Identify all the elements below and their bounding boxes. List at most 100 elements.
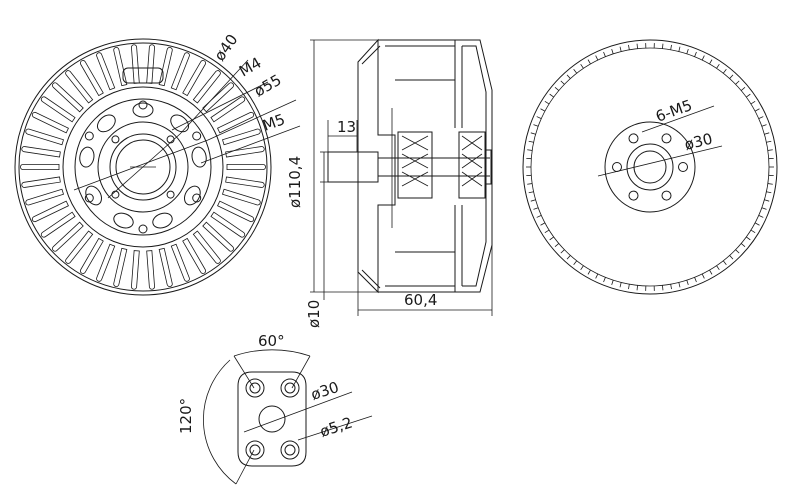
mount-hole-inner (284, 444, 296, 456)
rear-rim-tick (662, 285, 664, 291)
mount-center-bore (258, 405, 286, 433)
rear-rim-tick (735, 249, 740, 254)
label-d55: ø55 (251, 71, 284, 101)
rear-rim-tick (729, 74, 734, 79)
rear-rim-tick (694, 51, 697, 57)
rear-rim-tick (766, 191, 772, 194)
rear-rim-tick (528, 191, 534, 194)
rear-m5-hole (661, 190, 672, 201)
front-vent-rib (170, 52, 190, 91)
rear-rim-tick (595, 273, 599, 279)
rear-rim-tick (740, 243, 746, 248)
rear-rim-tick (587, 59, 591, 65)
front-hub-inner (109, 133, 177, 201)
front-vent-rib (96, 52, 116, 91)
front-m5-hole (192, 131, 202, 141)
label-angle-120: 120° (177, 398, 195, 434)
front-vent-rib (21, 176, 61, 188)
front-oval-hole (85, 185, 102, 206)
front-vent-rib (192, 230, 221, 264)
rear-rim-tick (544, 100, 550, 105)
front-vent-rib (182, 237, 206, 274)
front-outer-rim-inner (18, 42, 268, 292)
rear-rim-tick (595, 55, 599, 61)
front-oval-hole (132, 102, 154, 118)
front-vent-rib (222, 188, 261, 206)
side-view: ø110,4 13 ø10 60,4 (286, 38, 493, 328)
rear-rim-tick (554, 243, 560, 248)
rear-rim-tick (554, 86, 560, 91)
rear-rim-tick (701, 273, 705, 279)
front-vent-rib (210, 96, 246, 123)
front-oval-hole (184, 185, 201, 206)
side-bell-outline (357, 38, 396, 294)
front-vent-rib (31, 200, 69, 223)
rear-rim-tick (750, 229, 756, 234)
front-vent-rib (80, 60, 104, 97)
rear-rim-tick (560, 249, 565, 254)
rear-rim-tick (530, 199, 536, 202)
front-leader-m4 (171, 81, 269, 131)
rear-rim-tick (746, 93, 751, 98)
mount-leader-d5 (297, 415, 373, 441)
front-vent-rib (202, 221, 234, 252)
front-ring-middle (74, 98, 212, 236)
side-rear-bearing (458, 131, 486, 199)
rear-rim-tick (628, 44, 630, 50)
rear-rim-tick (636, 285, 638, 291)
rear-rim-tick (540, 222, 546, 226)
rear-rim-tick (764, 199, 770, 202)
rear-rim-tick (566, 74, 571, 79)
rear-mount-ring (604, 121, 696, 213)
mount-holes (245, 378, 300, 460)
front-vent-rib (21, 146, 61, 158)
rear-m5-hole (628, 190, 639, 201)
rear-rim-tick (611, 280, 614, 286)
rear-rim-tick (530, 132, 536, 135)
front-m5-hole (192, 193, 202, 203)
mount-hole-inner (249, 444, 261, 456)
rear-hub-outer (626, 143, 674, 191)
rear-rim-tick (560, 80, 565, 85)
mount-hole-inner (284, 382, 296, 394)
rear-rim-tick (580, 265, 584, 271)
label-d110: ø110,4 (286, 156, 304, 208)
front-vent-rib (146, 44, 155, 84)
label-angle-60: 60° (258, 332, 285, 350)
front-vent-rib (131, 44, 140, 84)
front-vent-rib (40, 96, 76, 123)
side-shaft (327, 151, 379, 183)
mount-arc-60 (233, 349, 311, 357)
front-vent-rib (225, 146, 265, 158)
mount-cross-plate (237, 371, 307, 467)
front-top-slot (122, 67, 164, 84)
front-vent-rib (146, 250, 155, 290)
rear-rim-tick (527, 183, 533, 185)
front-vent-rib (131, 250, 140, 290)
front-m5-hole (138, 100, 148, 110)
front-vent-rib (25, 128, 64, 146)
rear-rim-tick (549, 93, 554, 98)
front-ring-outer (62, 86, 224, 248)
front-oval-hole (96, 114, 116, 133)
rear-rim-tick (528, 140, 534, 143)
side-front-bearing-hatch (401, 135, 429, 187)
mount-hole-outer (245, 378, 265, 398)
front-oval-hole (113, 212, 134, 229)
rear-rim-tick (619, 46, 622, 52)
rear-rim-tick (533, 124, 539, 127)
rear-rim-ticks (526, 43, 774, 291)
rear-rim-tick (678, 282, 681, 288)
rear-rim-tick (740, 86, 746, 91)
rear-rim-tick (686, 280, 689, 286)
mount-arc-60-ext-right (291, 355, 311, 389)
rear-rim-tick (716, 265, 720, 271)
rear-rim-tick (722, 69, 727, 74)
rear-rim-tick (746, 236, 751, 241)
rear-rim-tick (603, 51, 606, 57)
rear-rim-tick (754, 108, 760, 112)
rear-rim-tick (761, 124, 767, 127)
mount-arc-60-ext-left (233, 355, 255, 389)
front-m5-hole (138, 224, 148, 234)
